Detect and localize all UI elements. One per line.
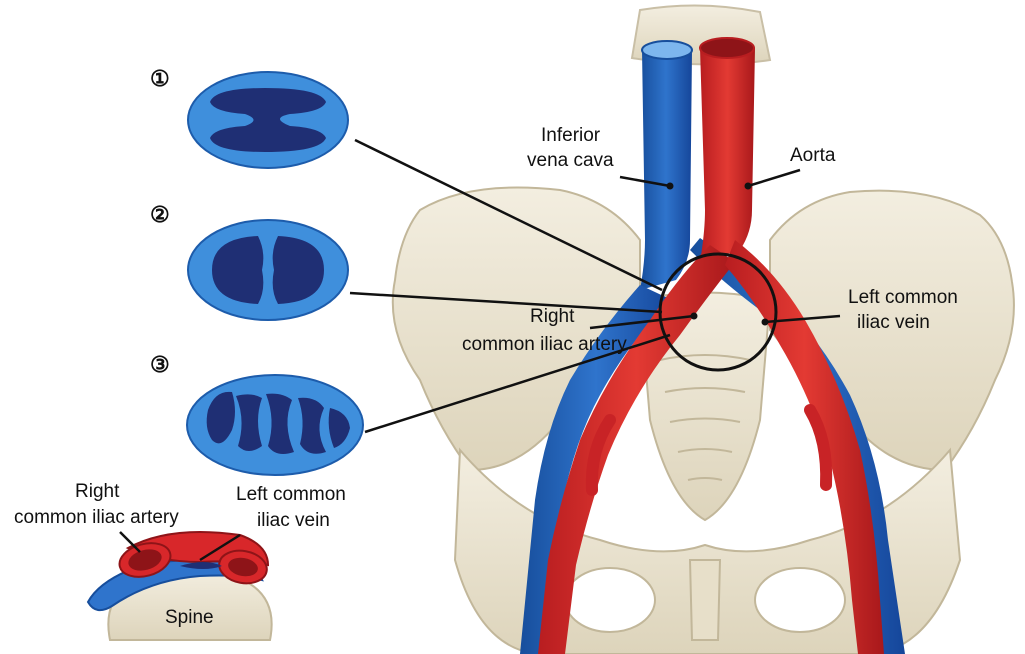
label-inferior-vena-cava: Inferior vena cava: [527, 125, 614, 171]
label-inset-right-common-iliac-artery: Right common iliac artery: [14, 481, 179, 528]
cross-section-3-number: ③: [150, 352, 170, 378]
label-right-common-iliac-artery-line-2: common iliac artery: [462, 334, 627, 355]
cross-section-2-number: ②: [150, 202, 170, 228]
right-obturator-foramen: [565, 568, 655, 632]
aorta-vessel: [700, 48, 755, 262]
label-inset-vein-line-1: Left common: [236, 484, 346, 505]
label-left-common-iliac-vein-line-1: Left common: [848, 287, 958, 308]
aorta-opening: [700, 38, 754, 58]
label-right-common-iliac-artery-line-1: Right: [530, 306, 575, 327]
label-inset-artery-line-1: Right: [75, 481, 120, 502]
label-inferior-vena-cava-line-1: Inferior: [541, 125, 601, 146]
inferior-vena-cava-vessel: [640, 50, 692, 290]
label-inset-vein-line-2: iliac vein: [257, 510, 330, 531]
pubic-symphysis: [690, 560, 720, 640]
cross-section-1-number: ①: [150, 66, 170, 92]
cross-section-1: ①: [150, 66, 348, 168]
label-left-common-iliac-vein-line-2: iliac vein: [857, 312, 930, 333]
cross-section-2: ②: [150, 202, 348, 320]
label-inset-artery-line-2: common iliac artery: [14, 507, 179, 528]
label-inferior-vena-cava-line-2: vena cava: [527, 150, 614, 171]
left-obturator-foramen: [755, 568, 845, 632]
label-aorta: Aorta: [790, 145, 836, 166]
leader-aorta: [748, 170, 800, 186]
inset-spine-label: Spine: [165, 607, 214, 628]
cross-section-3: ③: [150, 352, 363, 475]
spine-inset: Spine: [88, 532, 272, 640]
ivc-opening: [642, 41, 692, 59]
label-inset-left-common-iliac-vein: Left common iliac vein: [236, 484, 346, 531]
